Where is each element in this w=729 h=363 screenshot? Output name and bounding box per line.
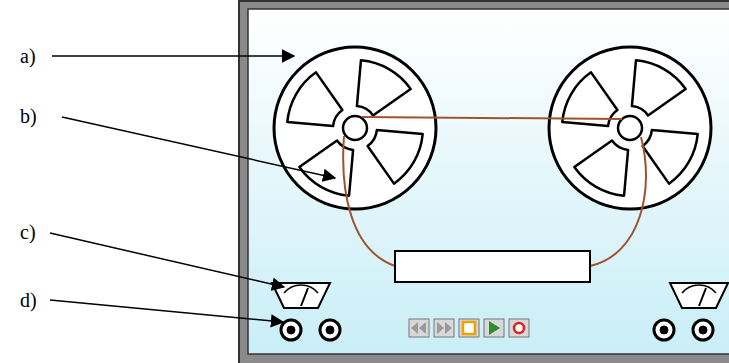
callout-letter: a) [20, 46, 36, 66]
reel-right [549, 47, 711, 209]
callout-letter: c) [20, 222, 36, 242]
level-meter-right [670, 283, 728, 308]
input-jacks [281, 320, 713, 340]
transport-buttons [409, 319, 529, 337]
leader-lines [50, 56, 335, 322]
front-panel [248, 9, 729, 354]
callout-letter: b) [20, 106, 37, 126]
reel-left [274, 47, 436, 209]
tape-head-cover [395, 251, 590, 282]
cabinet-frame [239, 1, 729, 363]
callout-letter: d) [20, 290, 37, 310]
tape [343, 117, 646, 266]
